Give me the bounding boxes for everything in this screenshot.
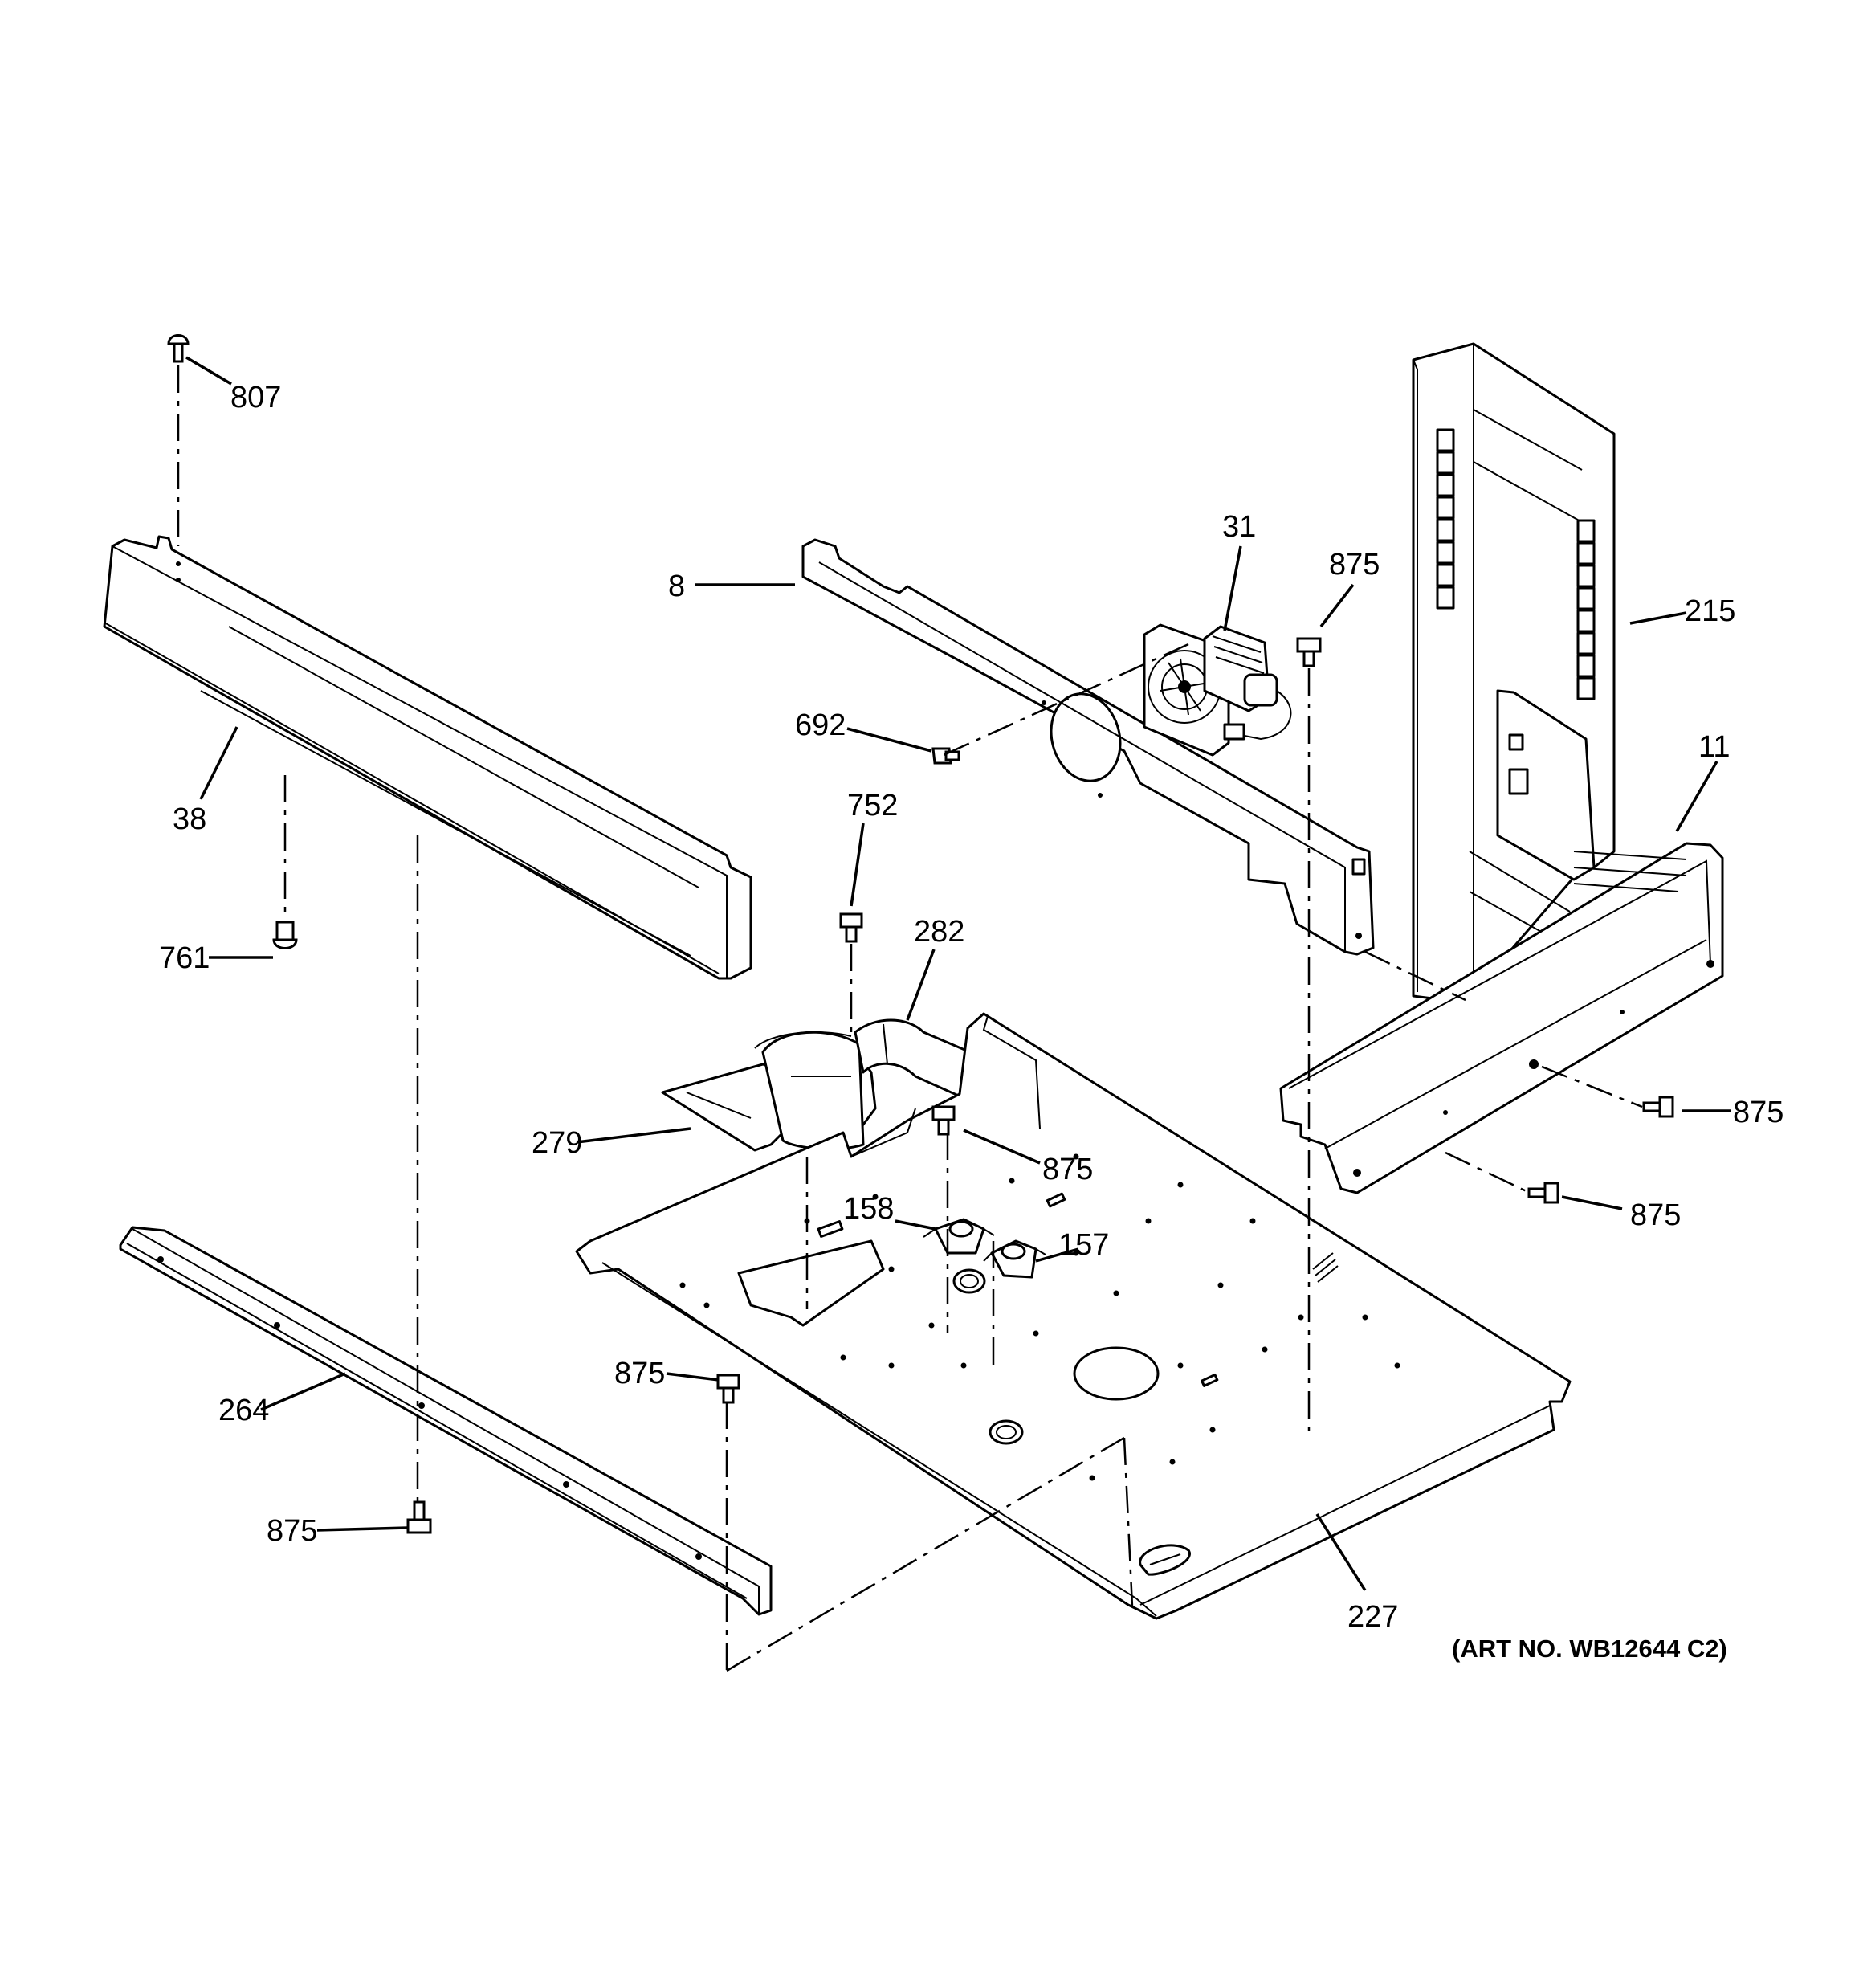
callout-38: 38 <box>173 802 206 836</box>
side-panel <box>1279 842 1724 1194</box>
screw-875-side-upper <box>1642 1096 1674 1118</box>
callout-692: 692 <box>795 708 846 742</box>
screw-692 <box>932 747 960 765</box>
callout-158: 158 <box>843 1192 894 1226</box>
vent-duct <box>661 1031 877 1152</box>
callout-875-side-upper: 875 <box>1733 1096 1784 1129</box>
callout-157: 157 <box>1058 1228 1109 1262</box>
callout-8: 8 <box>668 569 685 603</box>
thermostat-157 <box>983 1239 1046 1279</box>
screw-761 <box>272 921 298 949</box>
callout-11: 11 <box>1698 730 1730 764</box>
screw-875-plate <box>932 1105 956 1136</box>
callout-31: 31 <box>1222 510 1256 544</box>
plate-holes <box>679 1153 1400 1481</box>
callout-227: 227 <box>1347 1600 1398 1634</box>
vent-trim-panel <box>103 535 752 980</box>
alignment-lines <box>177 365 1643 1672</box>
screw-875-side-lower <box>1527 1182 1559 1204</box>
screw-752 <box>839 912 863 943</box>
callout-875-plate: 875 <box>1042 1153 1093 1186</box>
left-slots <box>1436 428 1455 610</box>
right-slots <box>1576 519 1596 700</box>
art-number: (ART NO. WB12644 C2) <box>1452 1635 1727 1663</box>
top-plate <box>575 1012 1572 1620</box>
callout-875-bracket: 875 <box>267 1514 317 1548</box>
baffle <box>801 538 1375 956</box>
callout-labels: 807 38 761 264 875 8 692 31 875 215 11 7… <box>159 381 1784 1634</box>
callout-875-front: 875 <box>614 1357 665 1390</box>
callout-761: 761 <box>159 941 210 975</box>
callout-279: 279 <box>532 1126 582 1160</box>
callout-752: 752 <box>847 789 898 823</box>
cooling-fan <box>1143 623 1292 757</box>
callout-282: 282 <box>914 915 964 949</box>
leader-lines <box>185 356 1731 1591</box>
screw-807 <box>167 334 190 363</box>
callout-875-side-lower: 875 <box>1630 1198 1681 1232</box>
screw-875-front <box>716 1374 740 1404</box>
rear-bracket <box>119 1226 773 1616</box>
screw-875-fan <box>1296 637 1322 667</box>
callout-264: 264 <box>218 1394 269 1427</box>
callout-215: 215 <box>1685 594 1735 628</box>
callout-875-fan: 875 <box>1329 548 1380 582</box>
screw-875-bracket <box>406 1500 432 1534</box>
side-duct <box>1412 342 1616 1004</box>
callout-807: 807 <box>230 381 281 414</box>
